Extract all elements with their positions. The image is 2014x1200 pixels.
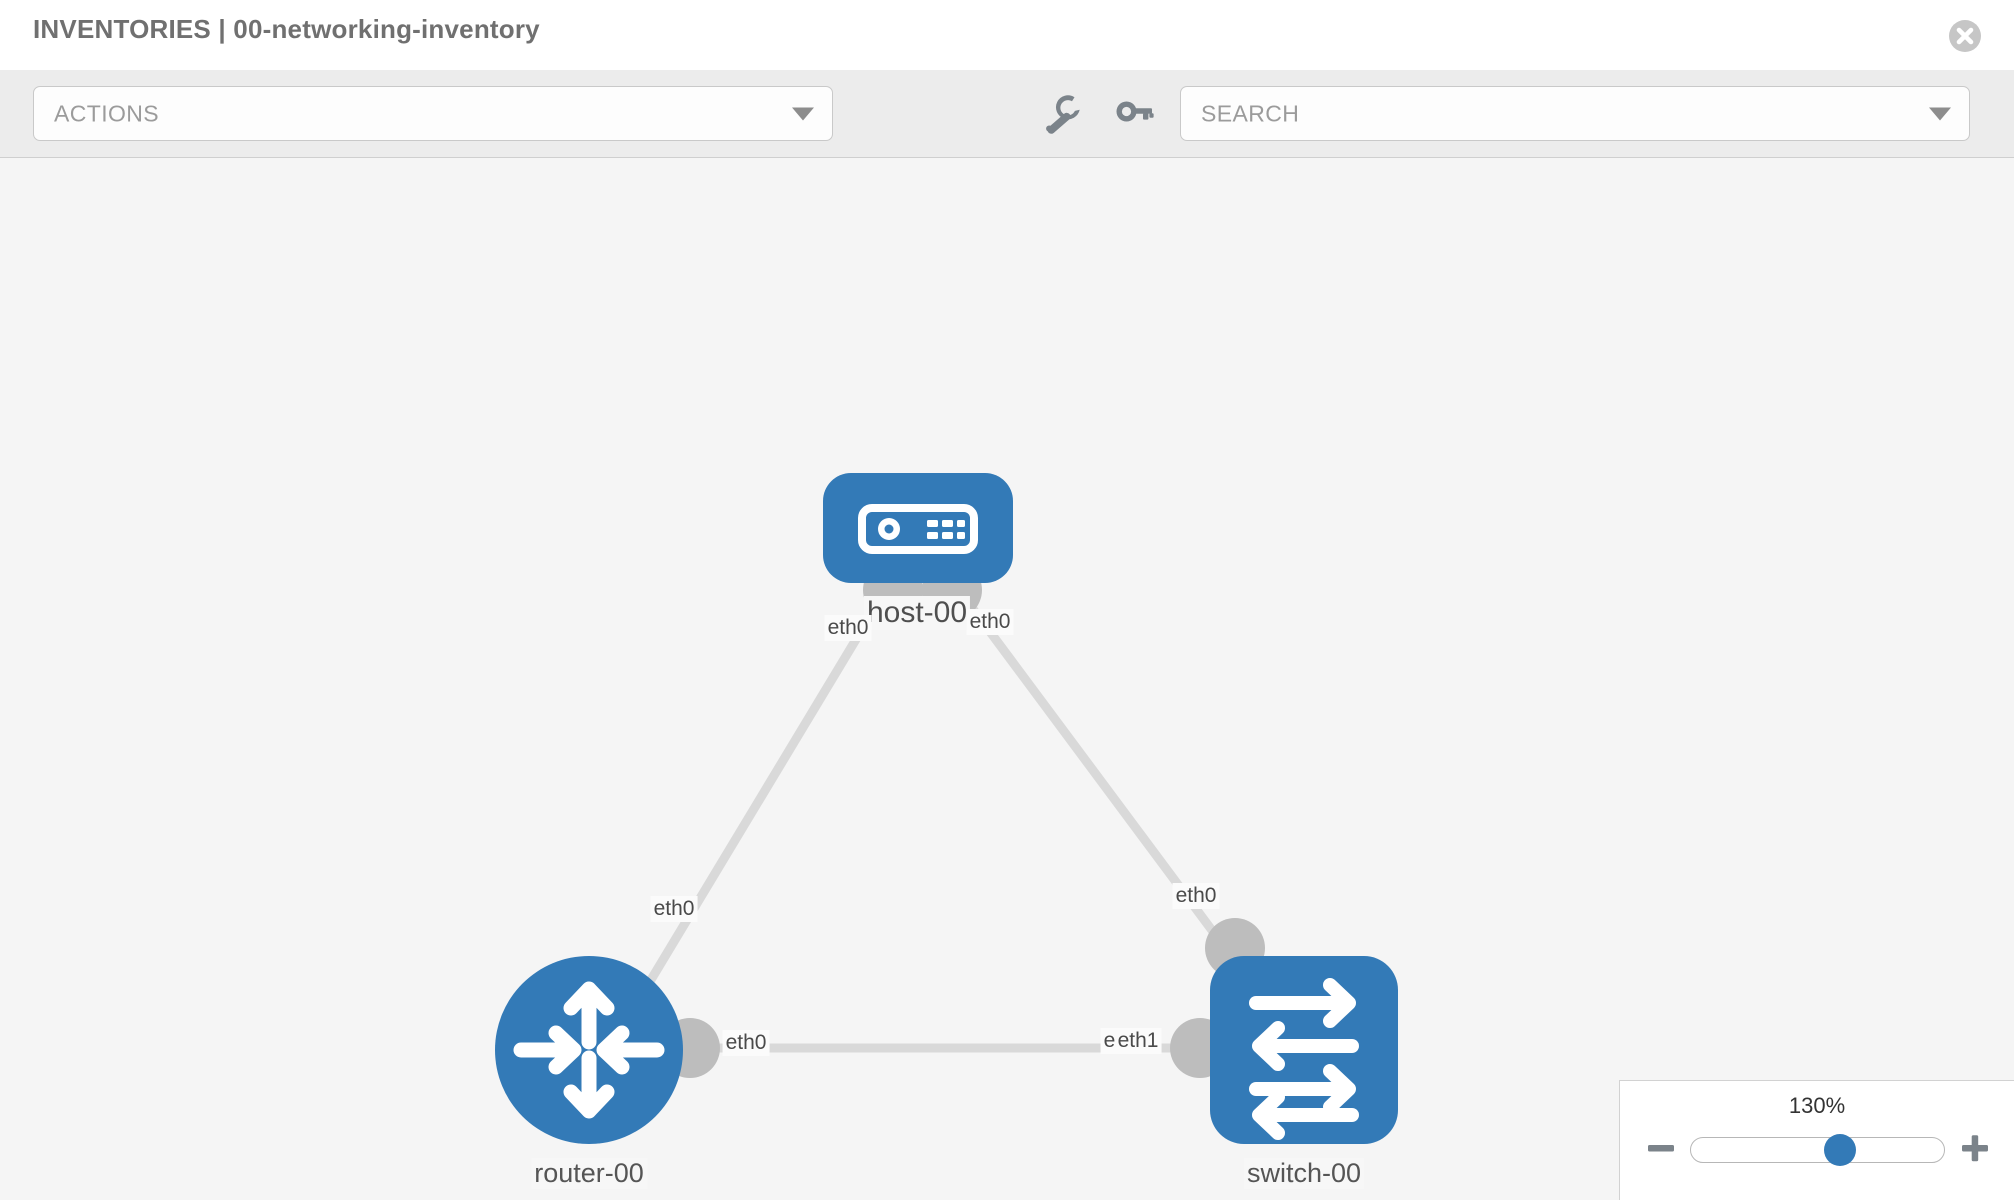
node-label-switch-00: switch-00: [1243, 1158, 1365, 1189]
toolbar: ACTIONS SEARC: [0, 70, 2014, 158]
page-header: INVENTORIES | 00-networking-inventory: [0, 0, 2014, 71]
search-input[interactable]: SEARCH: [1201, 100, 1300, 126]
node-host-00: [823, 473, 1013, 583]
node-switch-00: [1210, 956, 1398, 1144]
node-label-host-00: host-00: [863, 596, 971, 630]
page-title: INVENTORIES | 00-networking-inventory: [33, 14, 540, 44]
zoom-slider[interactable]: [1690, 1134, 1945, 1166]
link-label-host-eth0-right: eth0: [966, 609, 1014, 635]
zoom-control-panel: 130%: [1619, 1080, 2014, 1200]
link-label-switch-eth0-up: eth0: [1172, 883, 1220, 909]
link-host-router: [635, 573, 898, 1003]
minus-icon[interactable]: [1644, 1131, 1678, 1165]
chevron-down-icon: [1929, 107, 1951, 120]
wrench-icon[interactable]: [1040, 92, 1086, 136]
search-dropdown[interactable]: SEARCH: [1180, 86, 1970, 141]
topology-canvas[interactable]: host-00 router-00 switch-00 eth0 eth0 et…: [0, 158, 2014, 1200]
zoom-level-label: 130%: [1788, 1093, 1846, 1118]
zoom-slider-thumb[interactable]: [1823, 1134, 1856, 1166]
key-icon[interactable]: [1108, 92, 1154, 136]
switch-arrows-icon: [1249, 978, 1359, 1140]
link-host-switch: [945, 573, 1245, 973]
link-label-switch-eth1: eth1: [1114, 1028, 1162, 1054]
topology-graph: [495, 473, 1398, 1144]
plus-icon[interactable]: [1958, 1131, 1992, 1165]
close-icon[interactable]: [1949, 20, 1981, 52]
zoom-slider-track[interactable]: [1690, 1137, 1945, 1163]
node-router-00: [495, 956, 683, 1144]
router-arrows-icon: [513, 981, 665, 1119]
server-icon: [858, 504, 978, 554]
link-label-router-eth0-up: eth0: [650, 896, 698, 922]
link-label-host-eth0-left: eth0: [824, 615, 872, 641]
actions-dropdown[interactable]: ACTIONS: [33, 86, 833, 141]
node-label-router-00: router-00: [531, 1158, 647, 1189]
topology-links: [635, 573, 1245, 1053]
link-label-router-eth0-right: eth0: [722, 1030, 770, 1056]
actions-dropdown-label: ACTIONS: [54, 100, 160, 126]
chevron-down-icon: [792, 107, 814, 120]
